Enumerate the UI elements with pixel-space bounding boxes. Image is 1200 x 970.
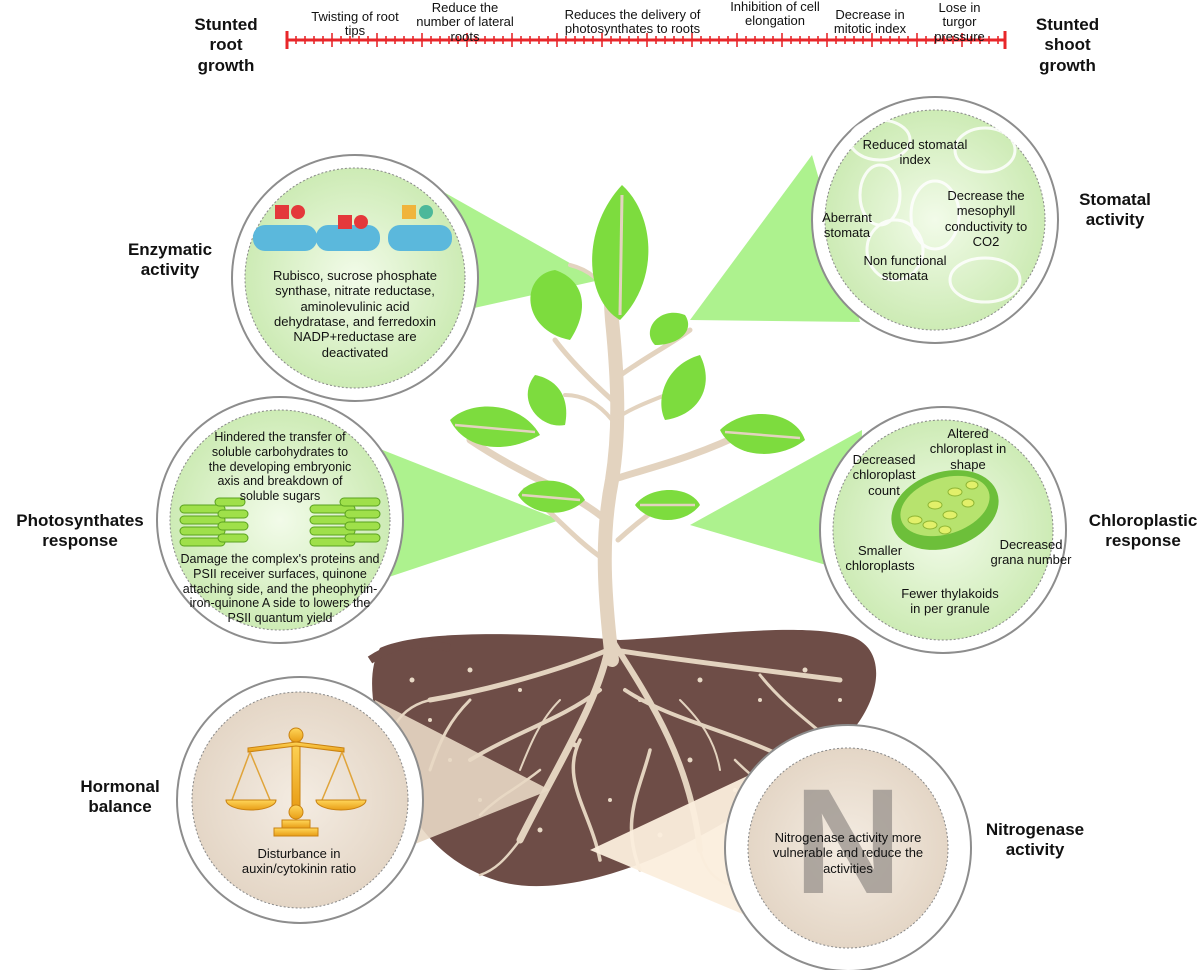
chloroplast-altered-shape: Altered chloroplast in shape <box>929 426 1007 472</box>
enzyme-icon <box>253 205 452 251</box>
scale-right-label: Stunted shoot growth <box>1035 15 1100 75</box>
photosynthates-circle <box>156 396 404 644</box>
stomatal-circle <box>811 96 1059 344</box>
hormonal-title: Hormonal balance <box>80 777 160 817</box>
scale-bar <box>285 31 1007 49</box>
nitrogenase-title: Nitrogenase activity <box>985 820 1085 860</box>
hormonal-text: Disturbance in auxin/cytokinin ratio <box>241 846 357 877</box>
nitrogen-glyph: N <box>793 757 903 925</box>
thylakoid-stack-icon <box>179 497 381 547</box>
chloroplast-smaller: Smaller chloroplasts <box>845 543 915 574</box>
chloroplast-icon <box>891 470 999 550</box>
photosynthates-bottom-text: Damage the complex's proteins and PSII r… <box>180 552 380 625</box>
scale-left-label: Stunted root growth <box>194 15 258 75</box>
scale-item-twisting: Twisting of root tips <box>311 9 399 39</box>
stomatal-title: Stomatal activity <box>1079 190 1151 230</box>
enzymatic-title: Enzymatic activity <box>127 240 213 280</box>
nitrogenase-callout <box>590 770 760 915</box>
stomatal-mesophyll: Decrease the mesophyll conductivity to C… <box>944 188 1028 249</box>
scale-item-lateral-roots: Reduce the number of lateral roots <box>416 0 514 44</box>
scale-item-turgor: Lose in turgor pressure <box>934 0 985 44</box>
chloroplast-decreased-count: Decreased chloroplast count <box>852 452 916 498</box>
stomatal-reduced-index: Reduced stomatal index <box>862 137 968 168</box>
photosynthates-title: Photosynthates response <box>16 511 144 551</box>
scale-item-cell-elongation: Inhibition of cell elongation <box>730 0 820 29</box>
chloroplast-fewer-thylakoids: Fewer thylakoids in per granule <box>901 586 999 617</box>
balance-scale-icon <box>225 727 367 837</box>
photosynthates-callout <box>370 445 560 580</box>
nitrogenase-circle <box>724 724 972 970</box>
chloroplastic-callout <box>690 430 862 575</box>
scale-item-mitotic-index: Decrease in mitotic index <box>833 7 907 37</box>
photosynthates-top-text: Hindered the transfer of soluble carbohy… <box>208 430 352 503</box>
nitrogenase-text: Nitrogenase activity more vulnerable and… <box>772 830 924 876</box>
chloroplastic-title: Chloroplastic response <box>1088 511 1198 551</box>
enzymatic-text: Rubisco, sucrose phosphate synthase, nit… <box>272 268 438 360</box>
stomatal-non-functional: Non functional stomata <box>863 253 947 284</box>
chloroplast-grana-number: Decreased grana number <box>990 537 1072 568</box>
leaves <box>450 185 805 520</box>
stomatal-aberrant: Aberrant stomata <box>822 210 872 241</box>
scale-item-photosynthates: Reduces the delivery of photosynthates t… <box>564 7 701 37</box>
